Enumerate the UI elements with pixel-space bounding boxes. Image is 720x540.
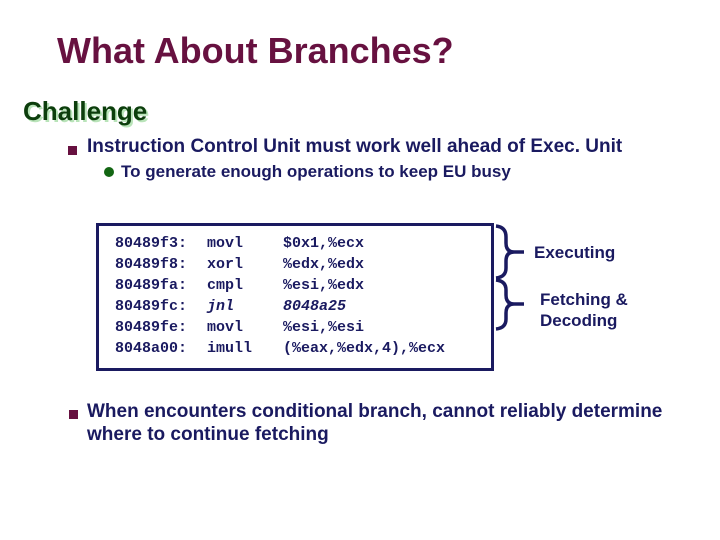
slide-title: What About Branches?	[57, 30, 454, 71]
bullet-conditional-branch-line1: When encounters conditional branch, cann…	[87, 401, 663, 422]
code-opcode: jnl	[207, 298, 235, 315]
fetching-label-line1: Fetching &	[540, 290, 628, 309]
square-bullet-icon	[69, 410, 78, 419]
code-opcode: xorl	[207, 256, 244, 273]
code-address: 80489f3:	[115, 235, 188, 252]
circle-bullet-icon	[104, 167, 114, 177]
code-opcode: movl	[207, 235, 244, 252]
challenge-heading: Challenge	[23, 96, 148, 126]
bullet-conditional-branch: When encounters conditional branch, cann…	[87, 400, 662, 446]
code-line: 80489fe: movl %esi,%esi	[115, 317, 491, 338]
bullet-conditional-branch-line2: where to continue fetching	[87, 424, 329, 445]
code-opcode: imull	[207, 340, 253, 357]
code-operands: $0x1,%ecx	[283, 235, 365, 252]
code-address: 8048a00:	[115, 340, 188, 357]
code-operands: %esi,%esi	[283, 319, 365, 336]
executing-label: Executing	[534, 243, 616, 262]
code-operands: 8048a25	[283, 298, 347, 315]
square-bullet-icon	[68, 146, 77, 155]
code-operands: %esi,%edx	[283, 277, 365, 294]
fetching-decoding-label: Fetching & Decoding	[540, 289, 628, 331]
code-operands: %edx,%edx	[283, 256, 365, 273]
code-address: 80489fa:	[115, 277, 188, 294]
code-operands: (%eax,%edx,4),%ecx	[283, 340, 446, 357]
code-address: 80489f8:	[115, 256, 188, 273]
fetching-label-line2: Decoding	[540, 311, 618, 330]
code-line: 80489f8: xorl %edx,%edx	[115, 254, 491, 275]
bullet-instruction-control: Instruction Control Unit must work well …	[87, 136, 623, 157]
code-line-branch: 80489fc: jnl 8048a25	[115, 296, 491, 317]
brace-icons	[495, 224, 524, 331]
code-line: 80489fa: cmpl %esi,%edx	[115, 275, 491, 296]
assembly-code-box: 80489f3: movl $0x1,%ecx 80489f8: xorl %edx,%…	[96, 223, 494, 371]
code-address: 80489fe:	[115, 319, 188, 336]
code-address: 80489fc:	[115, 298, 188, 315]
code-line: 8048a00: imull (%eax,%edx,4),%ecx	[115, 338, 491, 359]
code-opcode: cmpl	[207, 277, 244, 294]
code-line: 80489f3: movl $0x1,%ecx	[115, 233, 491, 254]
sub-bullet-generate-operations: To generate enough operations to keep EU…	[121, 162, 511, 181]
code-opcode: movl	[207, 319, 244, 336]
